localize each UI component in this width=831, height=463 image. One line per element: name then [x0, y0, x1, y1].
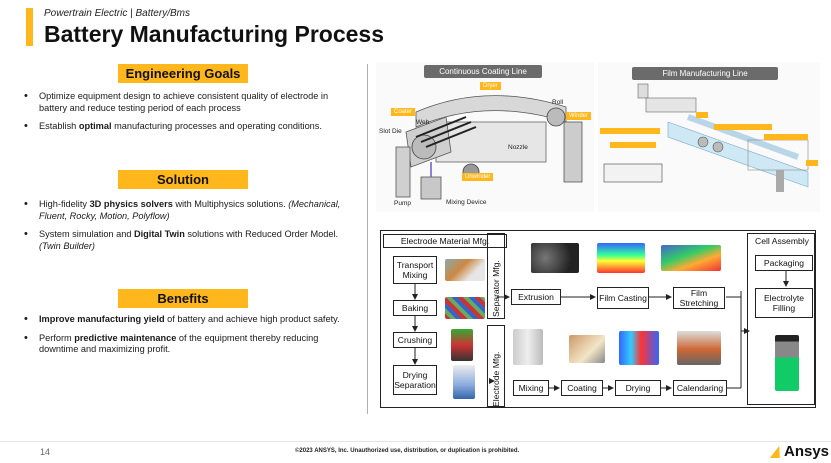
film-line-illustration: Film Manufacturing Line — [598, 62, 820, 212]
calendaring-sim-thumb — [677, 331, 721, 365]
copyright-notice: ©2023 ANSYS, Inc. Unauthorized use, dist… — [295, 448, 520, 454]
coating-line-label: Continuous Coating Line — [424, 65, 542, 78]
dryer-tag: Dryer — [480, 82, 501, 90]
coating-line-illustration: Continuous Coating Line Dryer Coater Win… — [376, 62, 594, 212]
list-item: Establish optimal manufacturing processe… — [24, 121, 350, 133]
mixing-box: Mixing — [513, 380, 549, 396]
crushing-sim-thumb — [451, 329, 473, 361]
list-item: Optimize equipment design to achieve con… — [24, 91, 350, 114]
stretching-sim-thumb — [661, 245, 721, 271]
film-casting-box: Film Casting — [597, 287, 649, 309]
mixing-device-label: Mixing Device — [446, 199, 487, 206]
solution-list: High-fidelity 3D physics solvers with Mu… — [24, 199, 350, 259]
separation-sim-thumb — [453, 365, 475, 399]
pump-label: Pump — [394, 200, 411, 207]
ansys-logo-text: Ansys — [784, 443, 830, 460]
film-callout — [806, 160, 818, 166]
drying-separation-box: Drying Separation — [393, 365, 437, 395]
electrode-material-mfg-box: Electrode Material Mfg. — [383, 234, 507, 248]
engineering-goals-heading: Engineering Goals — [118, 64, 248, 83]
packaging-box: Packaging — [755, 255, 813, 271]
benefits-list: Improve manufacturing yield of battery a… — [24, 314, 350, 363]
separator-mfg-frame — [487, 233, 505, 319]
film-callout — [696, 112, 708, 118]
cell-assembly-frame — [747, 233, 815, 405]
list-item: Improve manufacturing yield of battery a… — [24, 314, 350, 326]
extrusion-box: Extrusion — [511, 289, 561, 305]
list-item: High-fidelity 3D physics solvers with Mu… — [24, 199, 350, 222]
coating-box: Coating — [561, 380, 603, 396]
drying-sim-thumb — [619, 331, 659, 365]
nozzle-label: Nozzle — [508, 144, 528, 151]
ansys-logo-mark-icon — [769, 445, 785, 458]
breadcrumb: Powertrain Electric | Battery/Bms — [44, 8, 190, 19]
baking-sim-thumb — [445, 297, 485, 319]
crushing-box: Crushing — [393, 332, 437, 348]
solution-heading: Solution — [118, 170, 248, 189]
diagram-arrows — [412, 271, 789, 391]
list-item: System simulation and Digital Twin solut… — [24, 229, 350, 252]
mixing-tank-thumb — [513, 329, 543, 365]
roll-label: Roll — [552, 99, 564, 106]
battery-cell-thumb — [775, 335, 799, 391]
film-machine-image — [603, 83, 809, 192]
transport-mixing-box: Transport Mixing — [393, 256, 437, 284]
coating-machine-image — [395, 95, 583, 200]
unwinder-tag: Unwinder — [462, 173, 494, 181]
casting-sim-thumb — [597, 243, 645, 273]
film-callout — [610, 142, 656, 148]
column-divider — [367, 64, 368, 414]
cell-assembly-label: Cell Assembly — [751, 234, 813, 248]
film-callout — [764, 134, 808, 140]
page-number: 14 — [40, 447, 51, 457]
film-callout — [714, 124, 772, 130]
coating-sim-thumb — [569, 335, 605, 363]
drying-box: Drying — [615, 380, 661, 396]
film-line-label: Film Manufacturing Line — [632, 67, 778, 80]
mixing-sim-thumb — [445, 259, 485, 281]
extrusion-sim-thumb — [531, 243, 579, 273]
list-item: Perform predictive maintenance of the eq… — [24, 333, 350, 356]
web-label: Web — [416, 119, 430, 126]
winder-tag: Winder — [566, 112, 592, 120]
electrolyte-filling-box: Electrolyte Filling — [755, 288, 813, 318]
baking-box: Baking — [393, 300, 437, 316]
film-stretching-box: Film Stretching — [673, 287, 725, 309]
benefits-heading: Benefits — [118, 289, 248, 308]
accent-bar — [26, 8, 33, 46]
footer — [0, 441, 831, 463]
slot-die-label: Slot Die — [379, 128, 402, 135]
page-title: Battery Manufacturing Process — [44, 21, 384, 47]
electrode-mfg-frame — [487, 325, 505, 407]
coater-tag: Coater — [391, 108, 416, 116]
film-callout — [600, 128, 660, 134]
calendaring-box: Calendaring — [673, 380, 727, 396]
engineering-goals-list: Optimize equipment design to achieve con… — [24, 91, 350, 140]
process-diagram: Electrode Material Mfg. Transport Mixing… — [380, 230, 816, 408]
ansys-logo: Ansys — [769, 443, 830, 460]
